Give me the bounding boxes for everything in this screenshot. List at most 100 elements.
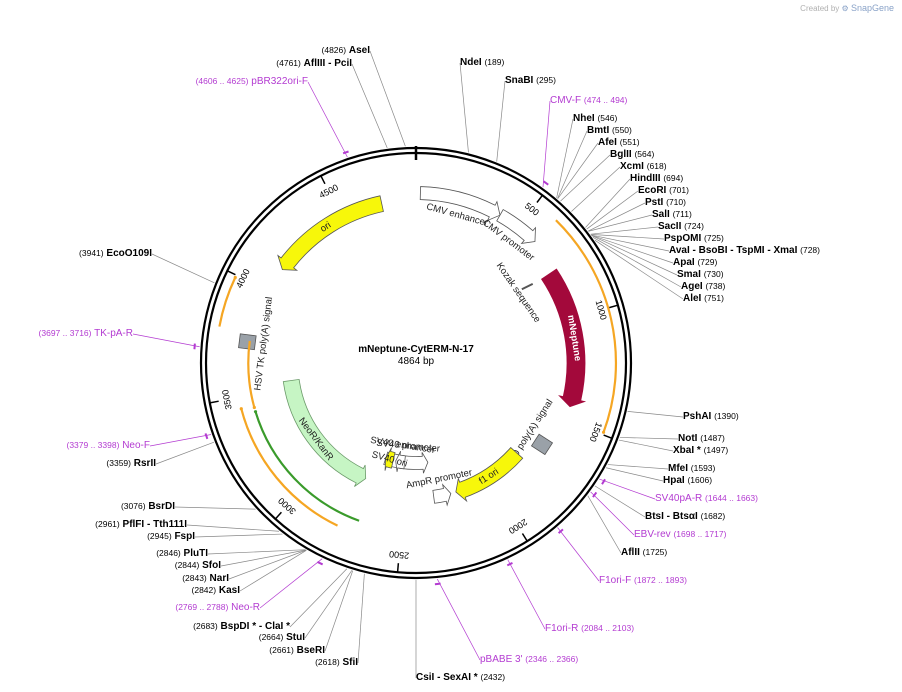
leader-line	[259, 558, 323, 609]
svg-text:(2618) SfiI: (2618) SfiI	[315, 657, 358, 668]
restriction-site-label: PshAI (1390)	[683, 411, 739, 422]
svg-text:AfeI (551): AfeI (551)	[598, 137, 640, 148]
site-name: PflFI - Tth111I	[123, 519, 188, 530]
site-position: (728)	[800, 245, 820, 255]
watermark-prefix: Created by	[800, 4, 840, 13]
site-name: CMV-F	[550, 95, 581, 106]
site-name: EcoO109I	[106, 248, 152, 259]
svg-text:(3379 .. 3398) Neo-F: (3379 .. 3398) Neo-F	[66, 440, 150, 451]
leader-line	[357, 573, 365, 664]
leader-line	[590, 226, 659, 235]
svg-text:(2843) NarI: (2843) NarI	[182, 573, 229, 584]
bp-tick	[209, 400, 219, 404]
svg-text:(4826) AseI: (4826) AseI	[322, 45, 371, 56]
leader-line	[151, 253, 215, 284]
restriction-site-label: EcoRI (701)	[638, 185, 689, 196]
leader-line	[186, 524, 280, 532]
svg-text:XcmI (618): XcmI (618)	[620, 161, 667, 172]
restriction-site-label: BglII (564)	[610, 149, 654, 160]
leader-line	[207, 549, 306, 555]
site-position: (1390)	[714, 411, 739, 421]
svg-text:HindIII (694): HindIII (694)	[630, 173, 683, 184]
site-name: pBABE 3'	[480, 654, 523, 665]
site-position: (3697 .. 3716)	[39, 328, 92, 338]
svg-text:PshAI (1390): PshAI (1390)	[683, 411, 739, 422]
svg-text:NotI (1487): NotI (1487)	[678, 433, 725, 444]
site-name: SnaBI	[505, 75, 534, 86]
svg-text:F1ori-R (2084 .. 2103): F1ori-R (2084 .. 2103)	[545, 623, 634, 634]
feature-kozak-sequence-label: Kozak sequence	[494, 261, 543, 325]
site-position: (724)	[684, 221, 704, 231]
primer-label: (4606 .. 4625) pBR322ori-F	[196, 76, 308, 87]
svg-text:(2664) StuI: (2664) StuI	[259, 632, 305, 643]
site-position: (1872 .. 1893)	[634, 575, 687, 585]
feature-hsv-tk-poly-a-signal-label: HSV TK poly(A) signal	[252, 296, 275, 391]
primer-arc-end	[601, 430, 606, 434]
leader-line	[436, 578, 481, 661]
site-position: (564)	[634, 149, 654, 159]
site-name: TK-pA-R	[94, 328, 133, 339]
primer-binding-arc	[247, 340, 256, 408]
site-position: (2661)	[269, 645, 294, 655]
restriction-site-label: (2844) SfoI	[175, 560, 221, 571]
svg-text:SnaBI (295): SnaBI (295)	[505, 75, 556, 86]
site-name: AgeI	[681, 281, 703, 292]
bp-tick	[521, 533, 528, 542]
site-position: (618)	[647, 161, 667, 171]
primer-binding-arc	[254, 411, 360, 522]
svg-text:(2661) BseRI: (2661) BseRI	[269, 645, 325, 656]
primer-label: F1ori-R (2084 .. 2103)	[545, 623, 634, 634]
svg-text:pBABE 3' (2346 .. 2366): pBABE 3' (2346 .. 2366)	[480, 654, 578, 665]
leader-line	[571, 166, 621, 212]
svg-text:(2844) SfoI: (2844) SfoI	[175, 560, 221, 571]
site-name: MfeI	[668, 463, 688, 474]
site-name: ApaI	[673, 257, 695, 268]
site-name: SacII	[658, 221, 682, 232]
primer-binding-arcs	[218, 219, 618, 527]
primer-arc-end	[233, 275, 237, 280]
site-position: (1487)	[700, 433, 725, 443]
primer-site-mark	[204, 433, 209, 440]
leader-line	[585, 178, 631, 228]
leader-line	[220, 549, 306, 567]
site-position: (710)	[666, 197, 686, 207]
label-leader-lines	[132, 50, 684, 678]
restriction-site-label: ApaI (729)	[673, 257, 717, 268]
bp-tick	[609, 304, 619, 309]
restriction-site-label: (2664) StuI	[259, 632, 305, 643]
site-position: (474 .. 494)	[584, 95, 628, 105]
primer-binding-arc	[218, 277, 237, 327]
primer-site-mark	[317, 561, 324, 566]
site-name: BglII	[610, 149, 632, 160]
svg-text:(2769 .. 2788) Neo-R: (2769 .. 2788) Neo-R	[175, 602, 260, 613]
restriction-site-label: BtsI - BtsαI (1682)	[645, 511, 725, 522]
primer-label: CMV-F (474 .. 494)	[550, 95, 628, 106]
site-name: SV40pA-R	[655, 493, 702, 504]
plasmid-name: mNeptune-CytERM-N-17	[358, 344, 474, 355]
restriction-site-label: (2661) BseRI	[269, 645, 325, 656]
site-name: HpaI	[663, 475, 685, 486]
site-name: SmaI	[677, 269, 701, 280]
site-position: (1606)	[687, 475, 712, 485]
feature-f1-ori	[455, 446, 524, 503]
bp-tick-label: 3500	[220, 389, 234, 411]
leader-line	[605, 467, 664, 482]
restriction-site-label: (4761) AflIII - PciI	[276, 58, 352, 69]
restriction-site-label: (2618) SfiI	[315, 657, 358, 668]
svg-text:EBV-rev (1698 .. 1717): EBV-rev (1698 .. 1717)	[634, 529, 727, 540]
leader-line	[542, 100, 551, 188]
leader-line	[239, 549, 307, 592]
restriction-site-label: (2683) BspDI * - ClaI *	[193, 621, 290, 632]
leader-line	[557, 527, 600, 582]
feature-kozak-sequence	[521, 283, 534, 291]
site-position: (729)	[697, 257, 717, 267]
restriction-site-label: HindIII (694)	[630, 173, 683, 184]
bp-tick-label: 4000	[234, 267, 252, 289]
restriction-site-label: AgeI (738)	[681, 281, 725, 292]
primer-site-mark	[592, 491, 598, 498]
primer-binding-arc	[555, 219, 618, 433]
primer-label: F1ori-F (1872 .. 1893)	[599, 575, 687, 586]
leader-line	[618, 439, 674, 452]
svg-text:AleI (751): AleI (751)	[683, 293, 724, 304]
